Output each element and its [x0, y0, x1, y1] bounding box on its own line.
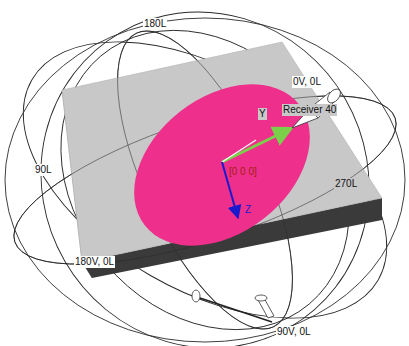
- transmitter-symbol: [192, 290, 274, 322]
- pink-ellipse: [103, 51, 341, 279]
- receiver-label: Receiver 40: [282, 104, 337, 116]
- angle-label: 180L: [143, 18, 167, 30]
- axes: [222, 128, 292, 218]
- angle-label: 270L: [334, 178, 358, 190]
- angle-label: 90V, 0L: [276, 326, 312, 338]
- angle-label: 180V, 0L: [74, 256, 115, 268]
- axis-label: Z: [244, 204, 252, 216]
- axis-label: Y: [258, 108, 267, 120]
- origin-label: [0 0 0]: [228, 166, 258, 178]
- plate: [62, 42, 382, 278]
- sphere-wireframe-front: [0, 8, 409, 346]
- angle-label: 90L: [34, 164, 53, 176]
- angle-label: 0V, 0L: [292, 76, 322, 88]
